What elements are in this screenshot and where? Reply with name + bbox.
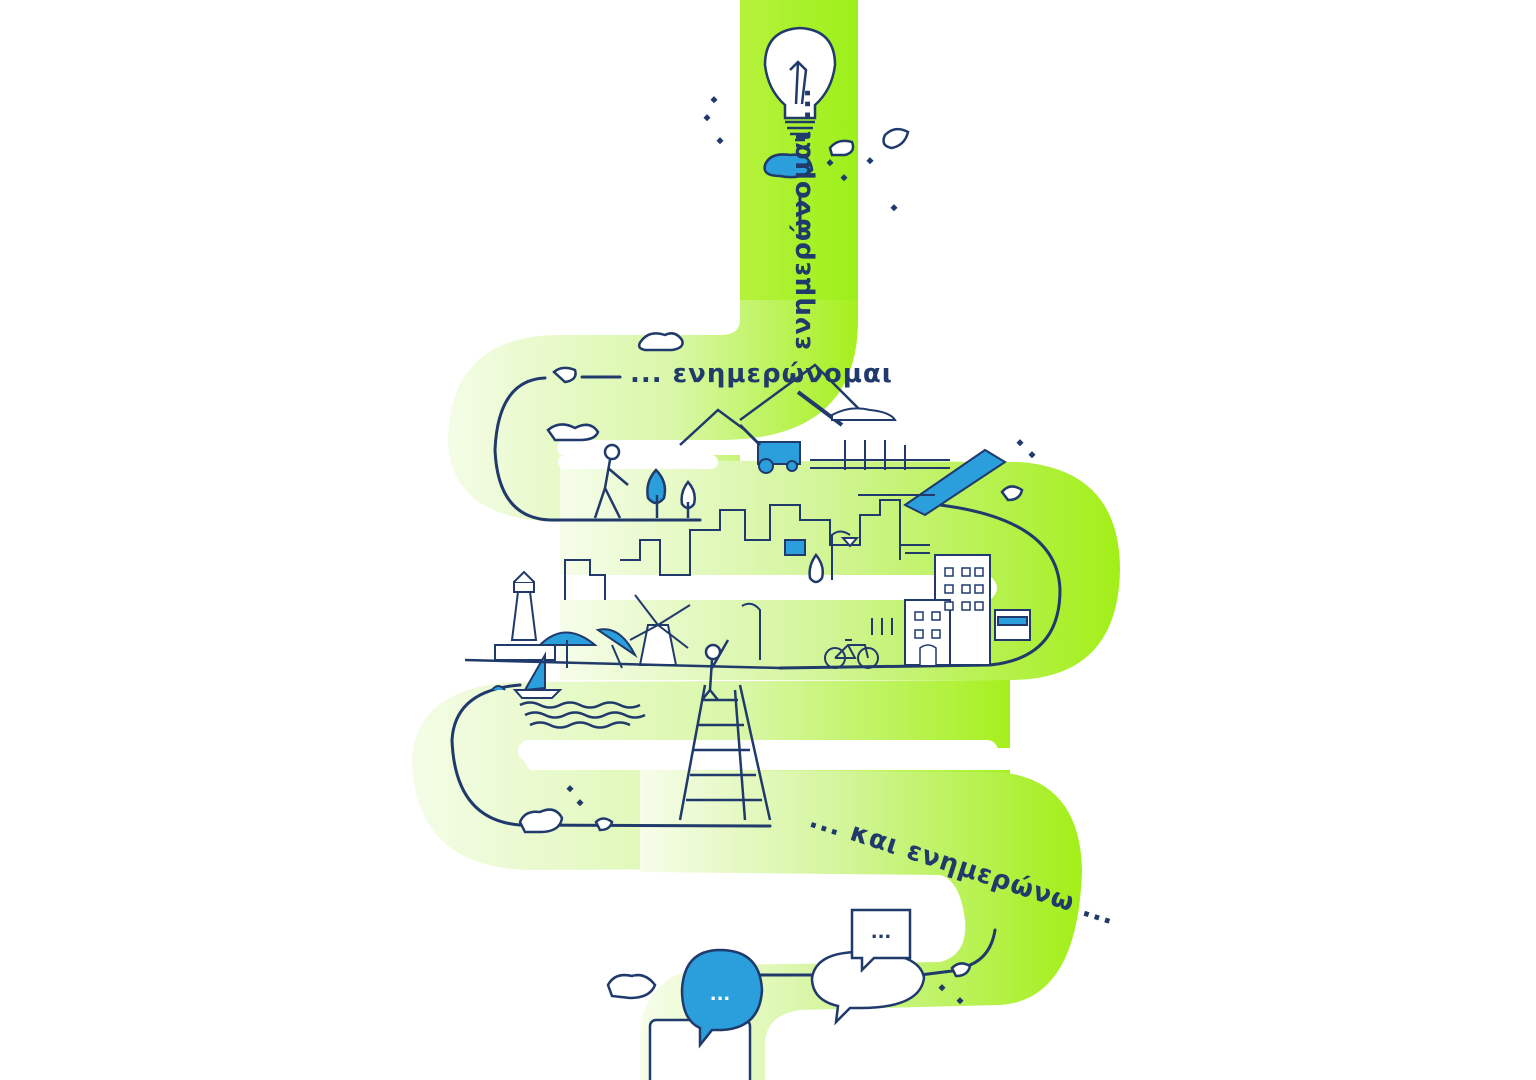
solar-panel-icon [858,448,1007,517]
sparkle-icon [566,96,1036,1005]
beach-umbrella-icon [537,628,638,669]
walker-icon [593,443,629,519]
speech-bubble-blue-text: ... [710,984,731,1005]
tractor-icon [738,423,801,474]
sailboat-icon [491,651,563,699]
bicycle-icon [824,639,879,669]
lighthouse-icon [494,570,556,661]
light-bulb-icon [763,26,837,142]
speech-bubble-white-text: ... [871,922,892,943]
person-on-ladder-icon [678,639,772,821]
street-lamp-icon [741,530,860,660]
caption-vertical: ενημερώνομαι ... [787,87,817,350]
bus-icon [994,609,1031,641]
caption-upper: ... ενημερώνομαι [630,359,893,389]
crop-field-icon [810,407,950,470]
speech-bubble-icon [680,908,926,1049]
apartment-building-icon [914,567,984,665]
tree-icon [646,468,824,584]
fence [871,618,893,635]
cloud-icon [518,127,1024,1000]
sea-waves-icon [519,701,646,729]
coastline [464,658,781,670]
